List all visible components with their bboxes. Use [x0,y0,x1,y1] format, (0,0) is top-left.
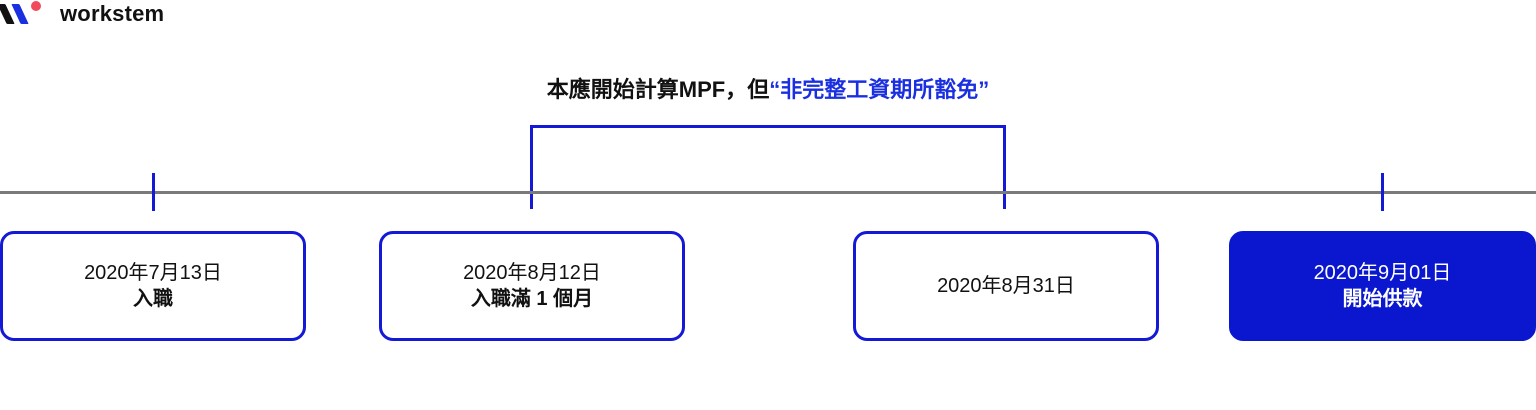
headline: 本應開始計算MPF，但“非完整工資期所豁免” [0,72,1536,104]
headline-prefix: 本應開始計算MPF，但 [546,77,770,102]
milestone-start-contribution: 2020年9月01日 開始供款 [1229,231,1536,341]
timeline-tick-1 [152,173,155,211]
milestone-one-month: 2020年8月12日 入職滿 1 個月 [379,231,685,341]
milestone-label: 入職 [133,288,173,310]
logo-mark-icon [0,0,44,28]
logo-text: workstem [60,1,165,26]
milestone-label: 入職滿 1 個月 [470,288,594,310]
timeline-axis [0,191,1536,194]
milestone-date: 2020年9月01日 [1313,262,1452,284]
milestone-date: 2020年8月31日 [937,275,1075,297]
exemption-bracket [530,125,1006,209]
milestone-date: 2020年7月13日 [84,262,222,284]
milestone-label: 開始供款 [1342,288,1423,310]
workstem-logo: workstem [0,0,164,28]
headline-highlight: “非完整工資期所豁免” [769,77,990,102]
milestone-join-date: 2020年7月13日 入職 [0,231,306,341]
milestone-month-end: 2020年8月31日 [853,231,1159,341]
milestone-date: 2020年8月12日 [463,262,601,284]
timeline-tick-4 [1381,173,1384,211]
